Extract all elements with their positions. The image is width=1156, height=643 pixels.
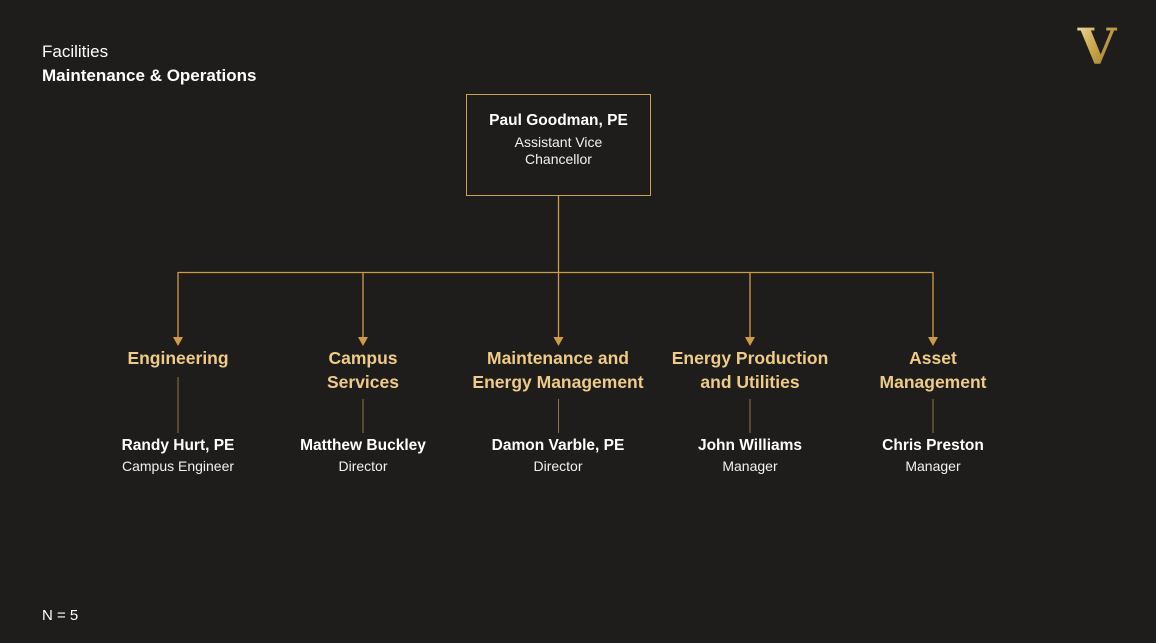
root-node-name: Paul Goodman, PE bbox=[489, 112, 628, 129]
arrowhead-down-icon bbox=[745, 337, 755, 346]
headcount-note: N = 5 bbox=[42, 607, 79, 624]
page-title: Facilities Maintenance & Operations bbox=[42, 40, 256, 88]
page-title-line2: Maintenance & Operations bbox=[42, 66, 257, 85]
person-title: Director bbox=[338, 458, 388, 474]
branch-label-engineering: Engineering bbox=[127, 348, 229, 368]
person-title: Manager bbox=[905, 458, 961, 474]
person-name: John Williams bbox=[697, 437, 803, 454]
person-card-chris-preston: Chris Preston Manager bbox=[823, 436, 1043, 475]
arrowhead-down-icon bbox=[928, 337, 938, 346]
root-node-title: Assistant Vice Chancellor bbox=[514, 134, 603, 167]
person-card-randy-hurt: Randy Hurt, PE Campus Engineer bbox=[68, 436, 288, 475]
person-card-john-williams: John Williams Manager bbox=[640, 436, 860, 475]
vanderbilt-v-logo-icon: V bbox=[1070, 17, 1124, 76]
person-name: Randy Hurt, PE bbox=[121, 437, 235, 454]
person-title: Manager bbox=[722, 458, 778, 474]
svg-text:V: V bbox=[1077, 20, 1118, 74]
person-title: Director bbox=[533, 458, 583, 474]
branch-label-asset-management: Asset Management bbox=[879, 348, 987, 392]
logo-v-svg: V bbox=[1077, 17, 1118, 76]
person-name: Damon Varble, PE bbox=[491, 437, 625, 454]
page-title-line1: Facilities bbox=[42, 42, 109, 61]
person-title: Campus Engineer bbox=[121, 458, 235, 474]
branch-label-campus-services: Campus Services bbox=[326, 348, 399, 392]
arrowhead-down-icon bbox=[553, 337, 564, 346]
arrowhead-down-icon bbox=[173, 337, 183, 346]
person-card-damon-varble: Damon Varble, PE Director bbox=[448, 436, 668, 475]
arrowhead-down-icon bbox=[358, 337, 368, 346]
person-card-matthew-buckley: Matthew Buckley Director bbox=[253, 436, 473, 475]
person-name: Matthew Buckley bbox=[300, 437, 426, 454]
branch-label-maintenance-energy: Maintenance and Energy Management bbox=[472, 348, 644, 392]
root-node-box: Paul Goodman, PE Assistant Vice Chancell… bbox=[466, 94, 651, 196]
branch-label-energy-production: Energy Production and Utilities bbox=[671, 348, 829, 392]
person-name: Chris Preston bbox=[882, 437, 984, 454]
